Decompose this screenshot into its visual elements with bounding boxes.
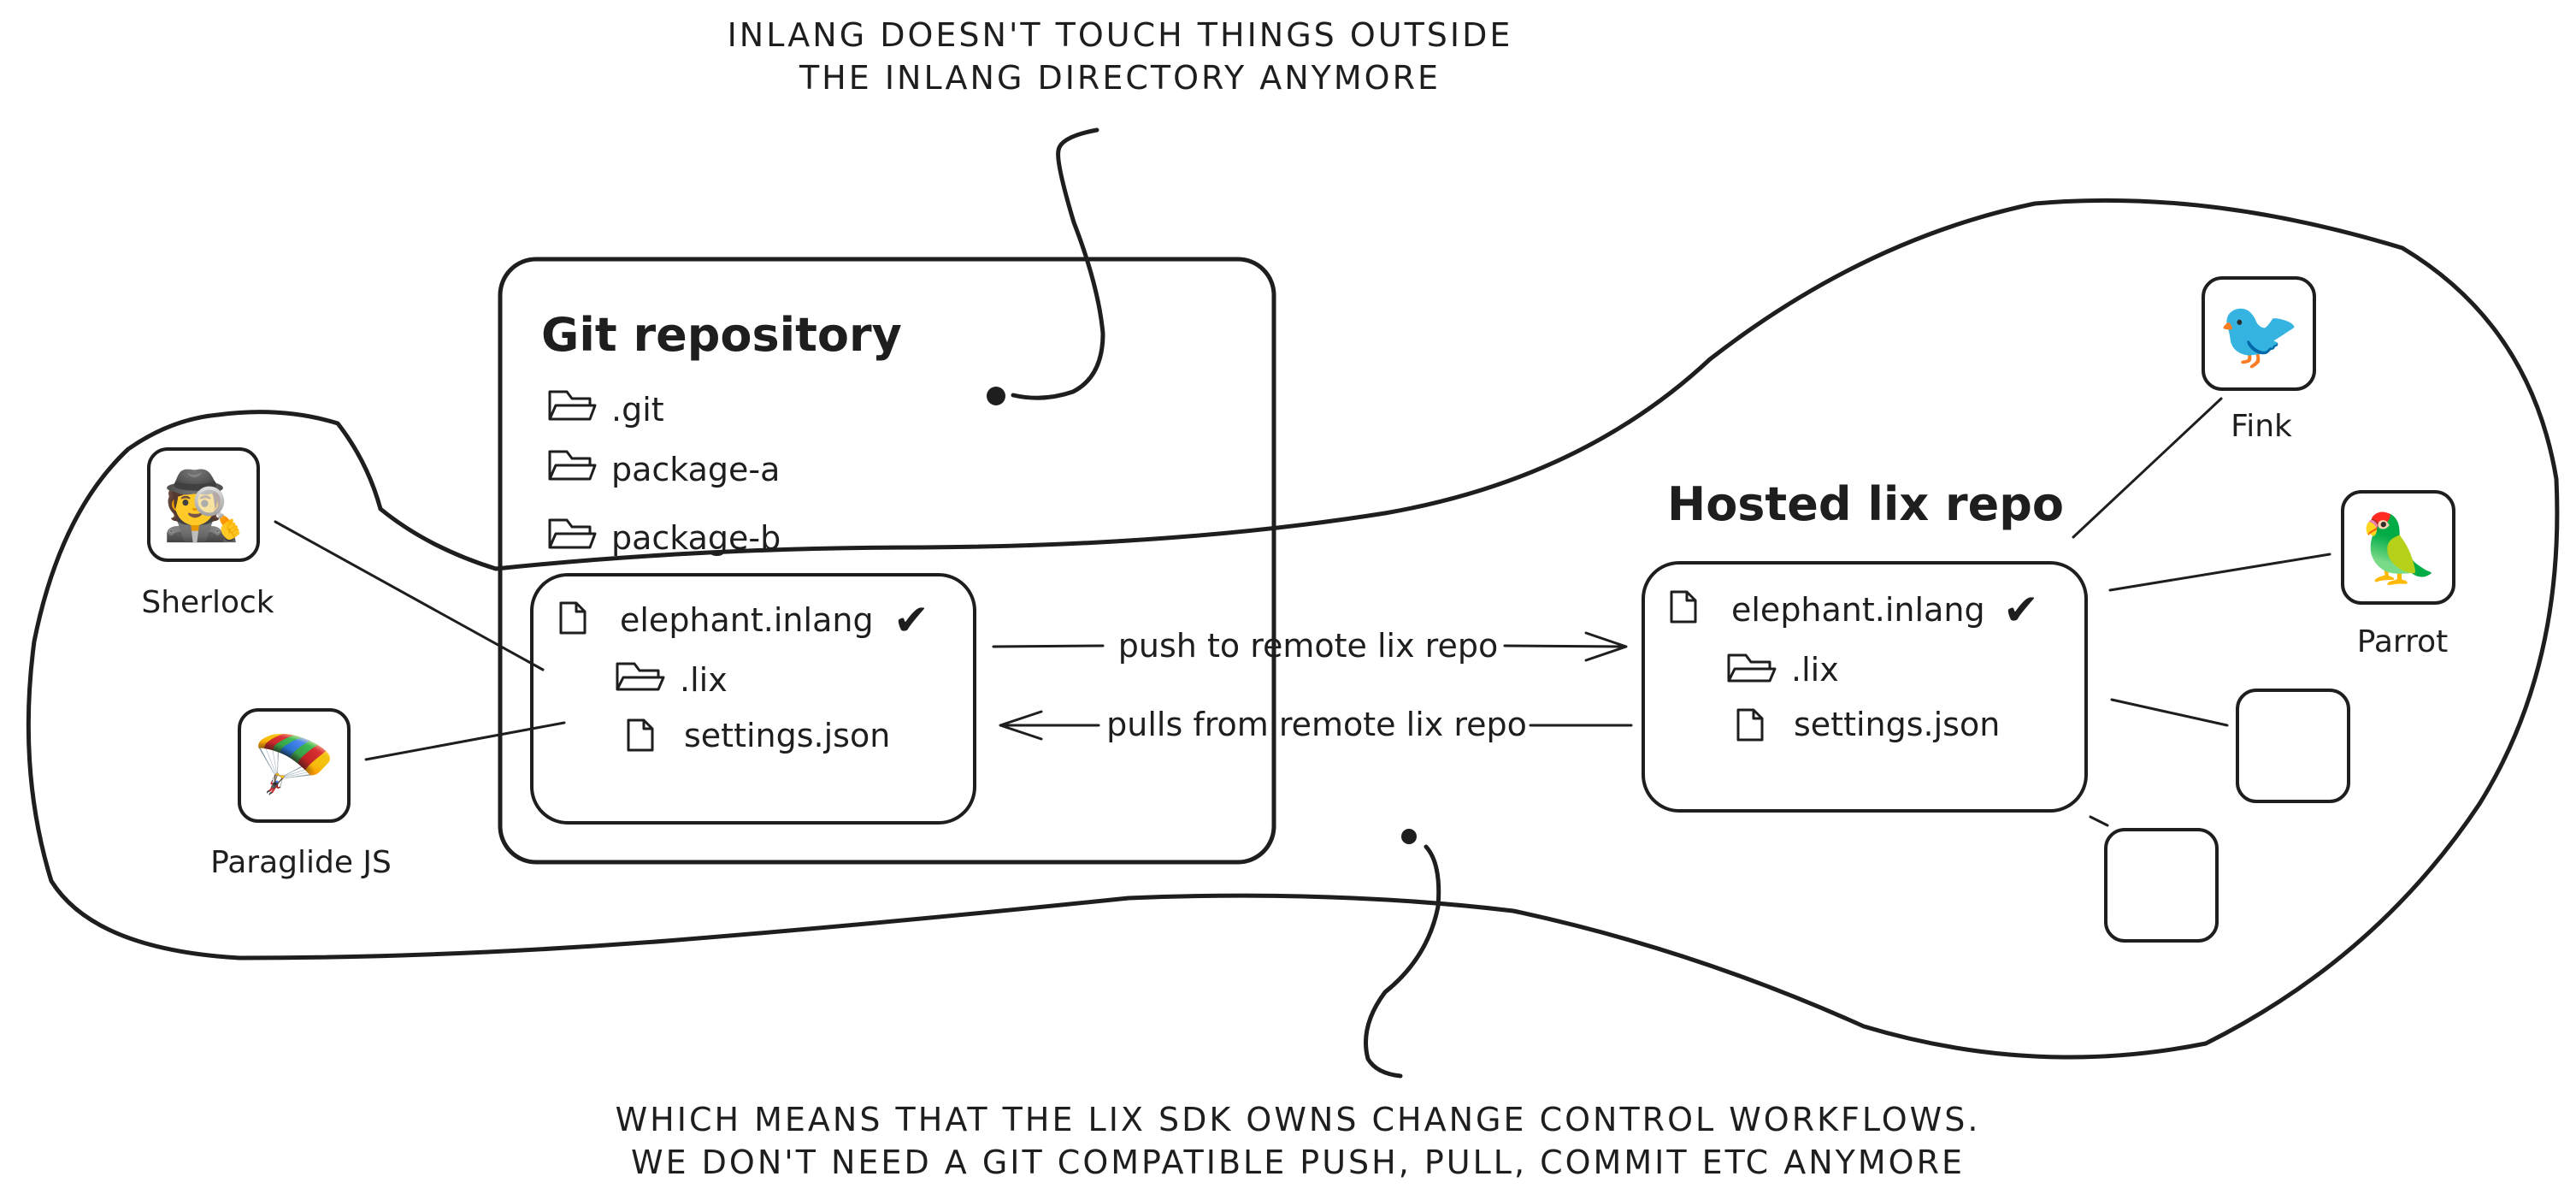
bottom-annotation-dot — [1401, 829, 1417, 844]
app-name: Parrot — [2357, 624, 2448, 659]
git-folder-item[interactable]: package-a — [548, 450, 780, 488]
connector-line — [2108, 553, 2331, 592]
top-annotation-pointer — [1011, 127, 1105, 400]
settings-file-label: settings.json — [684, 717, 890, 754]
folder-icon — [548, 390, 597, 421]
inlang-project-name: elephant.inlang — [1731, 591, 1985, 629]
detective-icon: 🕵️ — [162, 468, 245, 545]
app-name: Sherlock — [141, 585, 274, 620]
app-sherlock[interactable]: 🕵️ Sherlock — [141, 447, 545, 671]
push-label: push to remote lix repo — [1118, 627, 1498, 665]
pull-arrowhead — [999, 710, 1043, 741]
git-repository-frame — [498, 257, 1276, 865]
top-annotation-dot — [987, 387, 1005, 405]
git-folder-item[interactable]: package-b — [548, 518, 781, 557]
top-annotation-line-1: INLANG DOESN'T TOUCH THINGS OUTSIDE — [728, 16, 1513, 54]
git-repository-title: Git repository — [541, 308, 902, 362]
folder-label: package-a — [611, 451, 780, 488]
app-paraglide-js[interactable]: 🪂 Paraglide JS — [210, 708, 566, 880]
app-tile — [2236, 689, 2350, 803]
app-name: Paraglide JS — [210, 845, 392, 880]
folder-icon — [1727, 653, 1777, 683]
connector-line — [2089, 815, 2109, 827]
app-tile — [2341, 490, 2455, 605]
app-placeholder[interactable] — [2089, 815, 2219, 943]
push-arrow[interactable]: push to remote lix repo — [992, 627, 1628, 665]
hosted-lix-repo: Hosted lix repo elephant.inlang ✔ .lix s… — [1642, 477, 2088, 813]
folder-icon — [548, 450, 597, 481]
app-tile — [2202, 276, 2316, 391]
connector-line — [2110, 698, 2229, 727]
settings-file-label: settings.json — [1794, 706, 2000, 743]
bottom-annotation-line-2: WE DON'T NEED A GIT COMPATIBLE PUSH, PUL… — [631, 1144, 1965, 1181]
hosted-repo-title: Hosted lix repo — [1667, 477, 2064, 531]
git-repository: Git repository .git package-a package-b … — [498, 257, 1276, 865]
lix-folder-label: .lix — [1791, 651, 1839, 689]
remote-inlang-project[interactable]: elephant.inlang ✔ .lix settings.json — [1642, 561, 2088, 813]
file-icon — [627, 718, 654, 752]
folder-icon — [616, 662, 665, 691]
parrot-icon: 🦜 — [2356, 508, 2439, 588]
connector-line — [274, 520, 545, 671]
bottom-annotation: WHICH MEANS THAT THE LIX SDK OWNS CHANGE… — [616, 829, 1981, 1181]
app-tile — [2104, 828, 2219, 943]
app-fink[interactable]: 🐦 Fink — [2072, 276, 2316, 539]
bird-icon: 🐦 — [2217, 297, 2300, 374]
push-arrow-line — [992, 644, 1626, 648]
inlang-project-name: elephant.inlang — [620, 601, 874, 639]
folder-label: package-b — [611, 519, 781, 557]
app-placeholder[interactable] — [2110, 689, 2350, 803]
remote-inlang-card — [1642, 561, 2088, 813]
local-inlang-project[interactable]: elephant.inlang ✔ .lix settings.json — [530, 573, 976, 825]
connector-line — [364, 721, 566, 761]
lix-area-outline — [26, 198, 2560, 1060]
push-arrowhead — [1584, 631, 1628, 662]
bottom-annotation-pointer — [1364, 844, 1441, 1079]
bottom-annotation-line-1: WHICH MEANS THAT THE LIX SDK OWNS CHANGE… — [616, 1101, 1981, 1138]
lix-folder-label: .lix — [680, 661, 728, 699]
connector-line — [2072, 397, 2223, 539]
app-parrot[interactable]: 🦜 Parrot — [2108, 490, 2455, 659]
check-icon: ✔ — [2003, 585, 2039, 635]
pull-arrow[interactable]: pulls from remote lix repo — [999, 706, 1633, 743]
app-tile — [147, 447, 260, 562]
file-icon — [1670, 590, 1697, 624]
file-icon — [1736, 708, 1764, 742]
check-icon: ✔ — [893, 595, 929, 645]
local-inlang-card — [530, 573, 976, 825]
app-tile — [238, 708, 351, 823]
pull-label: pulls from remote lix repo — [1106, 706, 1527, 743]
file-icon — [559, 601, 587, 635]
top-annotation: INLANG DOESN'T TOUCH THINGS OUTSIDE THE … — [728, 16, 1513, 405]
folder-label: .git — [611, 391, 664, 429]
parachute-icon: 🪂 — [252, 728, 335, 805]
folder-icon — [548, 518, 597, 549]
git-folder-item[interactable]: .git — [548, 390, 664, 429]
app-name: Fink — [2231, 409, 2292, 444]
top-annotation-line-2: THE INLANG DIRECTORY ANYMORE — [799, 59, 1441, 97]
